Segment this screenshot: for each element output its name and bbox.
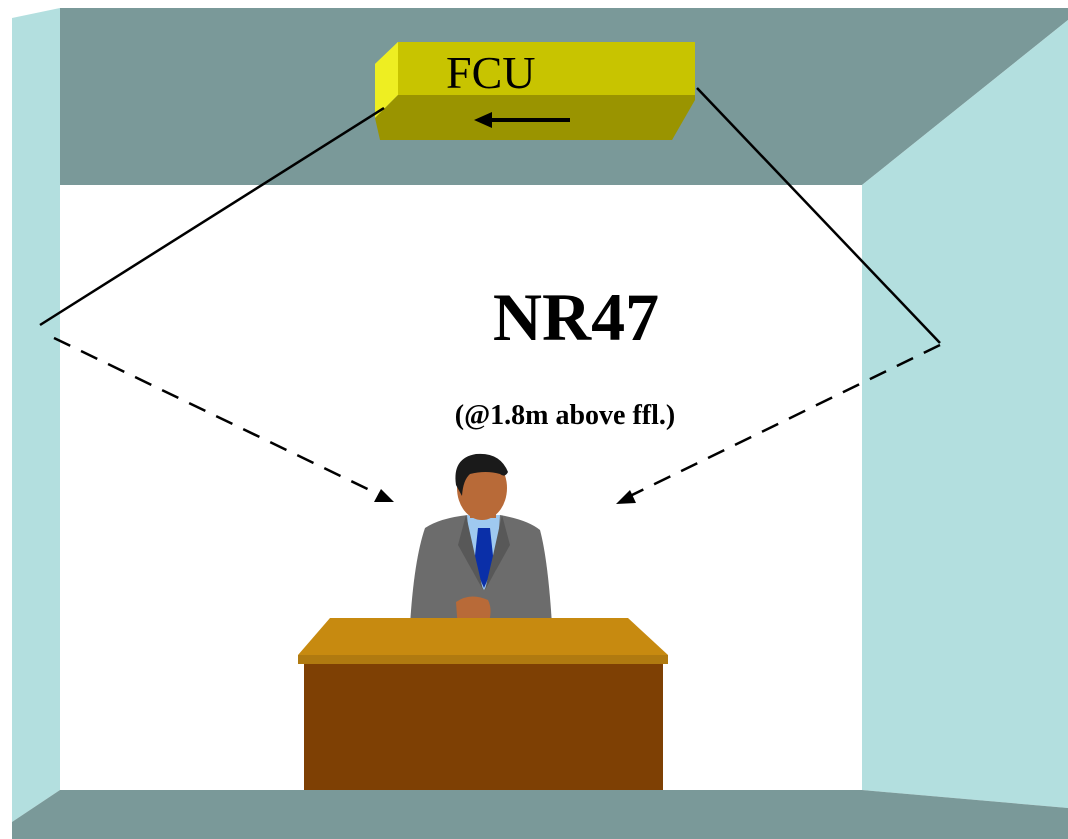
left-reflected-path (53, 336, 381, 497)
person-at-desk-icon (298, 453, 668, 790)
right-wall (862, 20, 1068, 808)
desk-top-edge (298, 655, 668, 664)
right-arrowhead (616, 490, 636, 504)
person-hair (455, 453, 508, 496)
fcu-left-face (375, 42, 398, 118)
floor (12, 790, 1068, 839)
person-lapel-right (485, 515, 510, 590)
fcu-unit-icon: FCU (375, 42, 695, 140)
fcu-right-face (672, 95, 695, 140)
person-lapel-left (458, 515, 483, 590)
fcu-label: FCU (446, 47, 535, 98)
desk-top (298, 618, 668, 655)
fcu-bottom-face (375, 95, 695, 140)
left-arrowhead (374, 489, 394, 502)
right-reflected-path (629, 343, 941, 498)
measurement-note: (@1.8m above ffl.) (455, 400, 675, 431)
fcu-front-face (398, 42, 695, 95)
airflow-arrow-icon (474, 112, 570, 128)
sound-paths (39, 87, 941, 504)
noise-rating-label: NR47 (493, 279, 659, 355)
left-direct-path (39, 106, 385, 327)
right-direct-path (696, 87, 941, 344)
left-wall (12, 8, 60, 822)
desk-front (304, 664, 663, 790)
